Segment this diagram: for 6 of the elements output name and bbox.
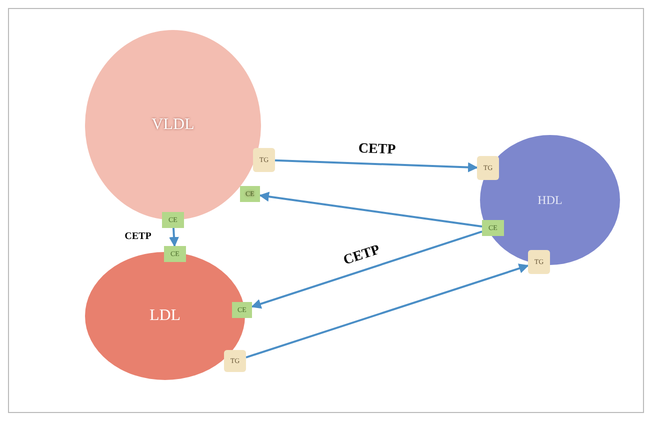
arrow <box>246 264 529 358</box>
arrow <box>274 159 478 172</box>
arrow <box>169 228 179 247</box>
edge-label: CETP <box>124 232 152 242</box>
arrow <box>251 230 482 309</box>
arrow <box>259 192 482 228</box>
